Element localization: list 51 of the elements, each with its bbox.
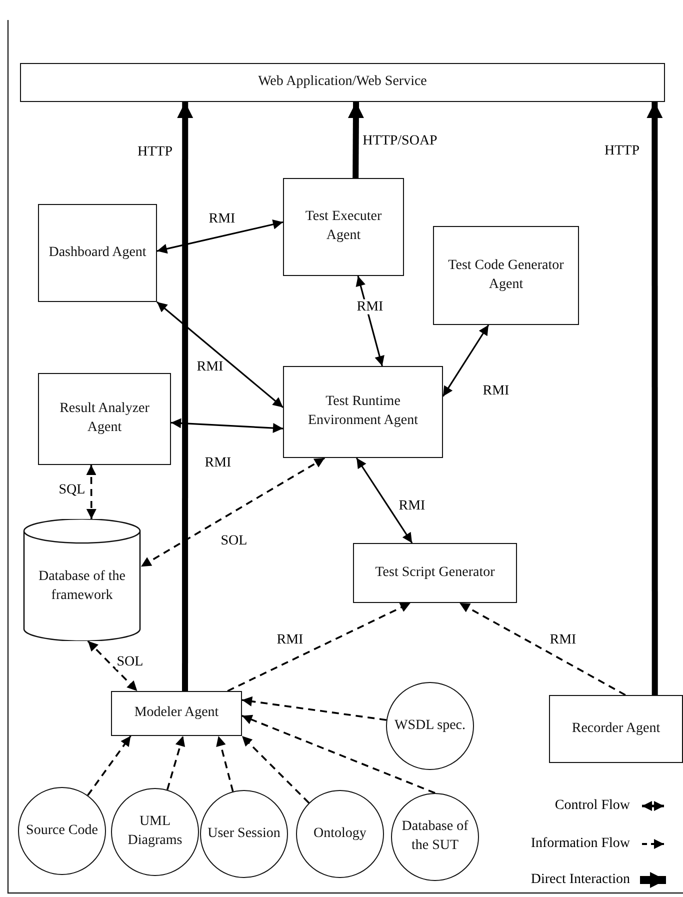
node-label: Ontology: [312, 824, 368, 843]
agent-box: [20, 63, 665, 102]
node-label: Result Analyzer Agent: [58, 400, 150, 437]
node-label: Test Executer Agent: [304, 208, 383, 245]
arrow: [156, 301, 284, 408]
node-label: Test Code Generator Agent: [447, 256, 565, 294]
dashed-arrow: [87, 640, 138, 692]
thick-arrow: [177, 102, 194, 691]
dashed-arrow: [241, 735, 310, 804]
agent-box: [433, 226, 579, 325]
agent-box: [283, 366, 443, 458]
node-label: WSDL spec.: [393, 716, 467, 735]
node-label: Test Script Generator: [374, 564, 496, 582]
dashed-arrow: [87, 735, 132, 796]
node-label: Test Runtime Environment Agent: [306, 393, 420, 430]
dashed-arrow: [140, 457, 326, 568]
node-label: Recorder Agent: [570, 720, 662, 738]
node-label: Source Code: [25, 822, 99, 840]
dashed-arrow: [216, 736, 234, 792]
arrow: [356, 458, 413, 544]
dashed-arrow: [242, 696, 387, 721]
node-label: Dashboard Agent: [48, 244, 148, 262]
edge-label: SQL: [58, 482, 86, 498]
thick-arrow: [646, 102, 663, 695]
dashed-arrow: [459, 602, 626, 696]
agent-box: [111, 691, 242, 736]
arrow: [156, 219, 284, 254]
agent-box: [283, 178, 404, 276]
node-label: Modeler Agent: [133, 704, 220, 722]
dashed-arrow: [166, 736, 186, 790]
agent-box: [38, 373, 171, 465]
agent-box: [353, 543, 517, 603]
agent-box: [549, 695, 683, 763]
arrow: [442, 324, 490, 397]
legend-label: Information Flow: [530, 836, 630, 852]
node-label: Database of the framework: [37, 568, 127, 605]
edge-label: SOL: [116, 654, 144, 670]
node-label: Web Application/Web Service: [257, 73, 428, 92]
dashed-arrow: [227, 602, 411, 692]
node-label: UML Diagrams: [126, 813, 184, 850]
database-cylinder: [23, 519, 141, 641]
arrow: [170, 418, 284, 434]
dashed-arrow: [242, 714, 436, 794]
legend-label: Control Flow: [554, 798, 630, 814]
dashed-arrow: [86, 465, 96, 519]
thick-arrow: [348, 102, 364, 178]
agent-box: [38, 204, 157, 302]
edge-label: RMI: [356, 299, 384, 315]
legend-label: Direct Interaction: [530, 872, 630, 888]
node-label: User Session: [206, 824, 282, 843]
node-label: Database of the SUT: [400, 818, 470, 855]
